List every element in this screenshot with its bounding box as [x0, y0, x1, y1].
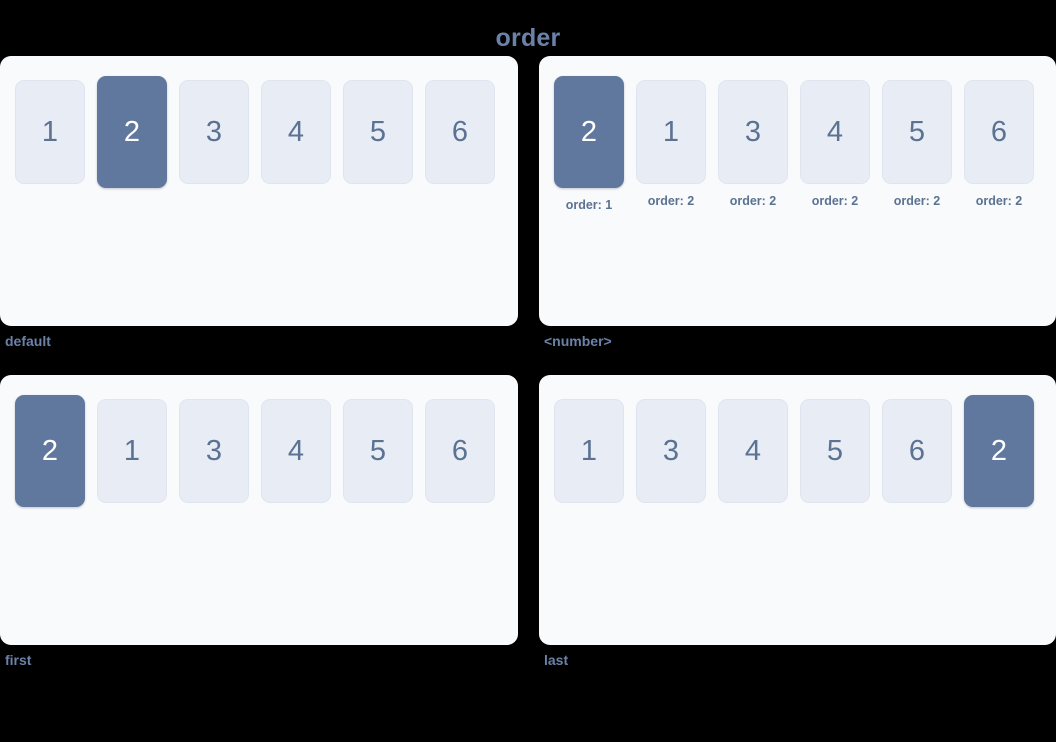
- item-cell: 5: [800, 395, 870, 503]
- flex-item[interactable]: 5: [343, 80, 413, 184]
- flex-item[interactable]: 1: [636, 80, 706, 184]
- demo-panel-number: 2 order: 1 1 order: 2 3 order: 2 4 order: 2 5 ord…: [539, 56, 1056, 350]
- item-cell: 3: [179, 76, 249, 184]
- flex-item[interactable]: 5: [800, 399, 870, 503]
- order-label: order: 2: [647, 194, 695, 208]
- flex-item[interactable]: 3: [636, 399, 706, 503]
- flex-item[interactable]: 4: [261, 80, 331, 184]
- items-row: 2 order: 1 1 order: 2 3 order: 2 4 order: 2 5 ord…: [554, 76, 1041, 212]
- flex-item[interactable]: 4: [261, 399, 331, 503]
- flex-item-active[interactable]: 2: [964, 395, 1034, 507]
- flex-item[interactable]: 5: [343, 399, 413, 503]
- item-cell: 4: [261, 395, 331, 503]
- item-cell: 5 order: 2: [882, 76, 952, 208]
- item-cell: 5: [343, 395, 413, 503]
- item-cell: 4 order: 2: [800, 76, 870, 208]
- flex-item[interactable]: 6: [964, 80, 1034, 184]
- card-caption: <number>: [544, 333, 612, 349]
- flex-item[interactable]: 1: [97, 399, 167, 503]
- page-title: order: [495, 23, 561, 52]
- item-cell: 1: [97, 395, 167, 503]
- flex-item[interactable]: 3: [179, 80, 249, 184]
- flex-item-active[interactable]: 2: [554, 76, 624, 188]
- flex-item-active[interactable]: 2: [15, 395, 85, 507]
- item-cell: 2: [15, 395, 85, 507]
- item-cell: 1: [15, 76, 85, 184]
- item-cell: 2 order: 1: [554, 76, 624, 212]
- item-cell: 5: [343, 76, 413, 184]
- item-cell: 4: [718, 395, 788, 503]
- card-caption: first: [5, 652, 32, 668]
- order-label: order: 2: [893, 194, 941, 208]
- item-cell: 6: [425, 395, 495, 503]
- item-cell: 6: [425, 76, 495, 184]
- card-caption: last: [544, 652, 569, 668]
- order-label: order: 1: [565, 198, 613, 212]
- flex-item[interactable]: 3: [718, 80, 788, 184]
- flex-item[interactable]: 3: [179, 399, 249, 503]
- item-cell: 2: [964, 395, 1034, 507]
- flex-item-active[interactable]: 2: [97, 76, 167, 188]
- item-cell: 4: [261, 76, 331, 184]
- flex-item[interactable]: 1: [15, 80, 85, 184]
- item-cell: 1: [554, 395, 624, 503]
- flex-item[interactable]: 1: [554, 399, 624, 503]
- item-cell: 1 order: 2: [636, 76, 706, 208]
- card-caption: default: [5, 333, 51, 349]
- flex-item[interactable]: 4: [718, 399, 788, 503]
- flex-item[interactable]: 4: [800, 80, 870, 184]
- flex-item[interactable]: 6: [425, 399, 495, 503]
- item-cell: 3: [636, 395, 706, 503]
- order-label: order: 2: [811, 194, 859, 208]
- order-label: order: 2: [729, 194, 777, 208]
- item-cell: 3 order: 2: [718, 76, 788, 208]
- item-cell: 3: [179, 395, 249, 503]
- item-cell: 2: [97, 76, 167, 188]
- flex-item[interactable]: 6: [882, 399, 952, 503]
- items-card: 2 order: 1 1 order: 2 3 order: 2 4 order: 2 5 ord…: [539, 56, 1056, 326]
- flex-item[interactable]: 5: [882, 80, 952, 184]
- item-cell: 6: [882, 395, 952, 503]
- item-cell: 6 order: 2: [964, 76, 1034, 208]
- flex-item[interactable]: 6: [425, 80, 495, 184]
- order-label: order: 2: [975, 194, 1023, 208]
